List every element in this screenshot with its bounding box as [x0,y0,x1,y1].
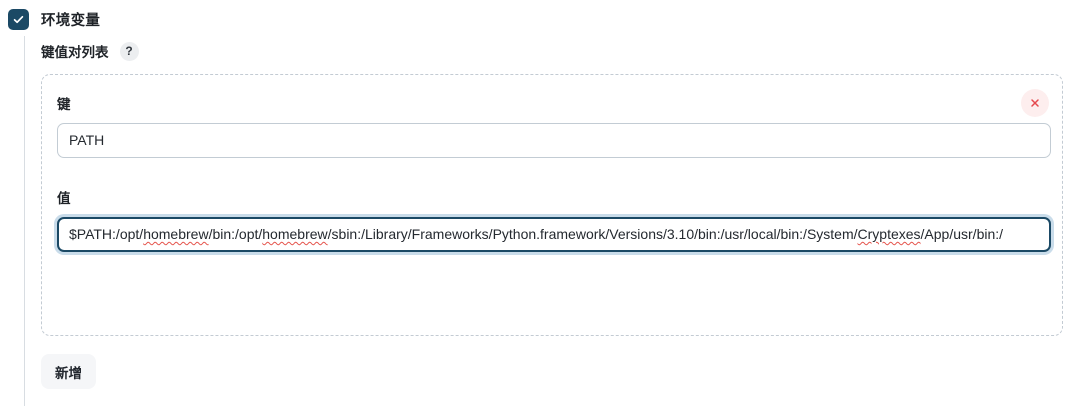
section-title: 环境变量 [41,12,101,29]
indent-guide-line [24,36,25,406]
close-x-icon [1029,97,1041,109]
remove-pair-button[interactable] [1021,89,1049,117]
add-pair-button[interactable]: 新增 [41,354,96,389]
value-field-block: 值 $PATH:/opt/homebrew/bin:/opt/homebrew/… [57,192,1051,252]
key-value-list-label-row: 键值对列表 ? [41,41,139,61]
value-field-label: 值 [57,191,71,206]
check-icon [12,13,25,26]
section-header: 环境变量 [8,8,100,30]
key-value-pair-card: 键 PATH 值 $PATH:/opt/homebrew/bin:/opt/ho… [41,74,1063,336]
misspelled-token: homebrew [143,226,209,242]
enable-env-vars-checkbox[interactable] [8,8,29,30]
misspelled-token: homebrew [262,226,328,242]
key-input[interactable]: PATH [57,122,1051,158]
value-text-token: /App/usr/bin:/ [920,226,1004,242]
value-text-token: /bin:/opt/ [208,226,263,242]
key-field-label: 键 [57,97,71,112]
value-text-token: /sbin:/Library/Frameworks/Python.framewo… [327,226,858,242]
question-mark-icon[interactable]: ? [119,41,139,61]
key-value-list-label: 键值对列表 [41,45,109,60]
value-text-token: $PATH:/opt/ [69,226,144,242]
value-input[interactable]: $PATH:/opt/homebrew/bin:/opt/homebrew/sb… [57,216,1051,252]
misspelled-token: Cryptexes [857,226,921,242]
key-field-block: 键 PATH [57,98,1051,158]
